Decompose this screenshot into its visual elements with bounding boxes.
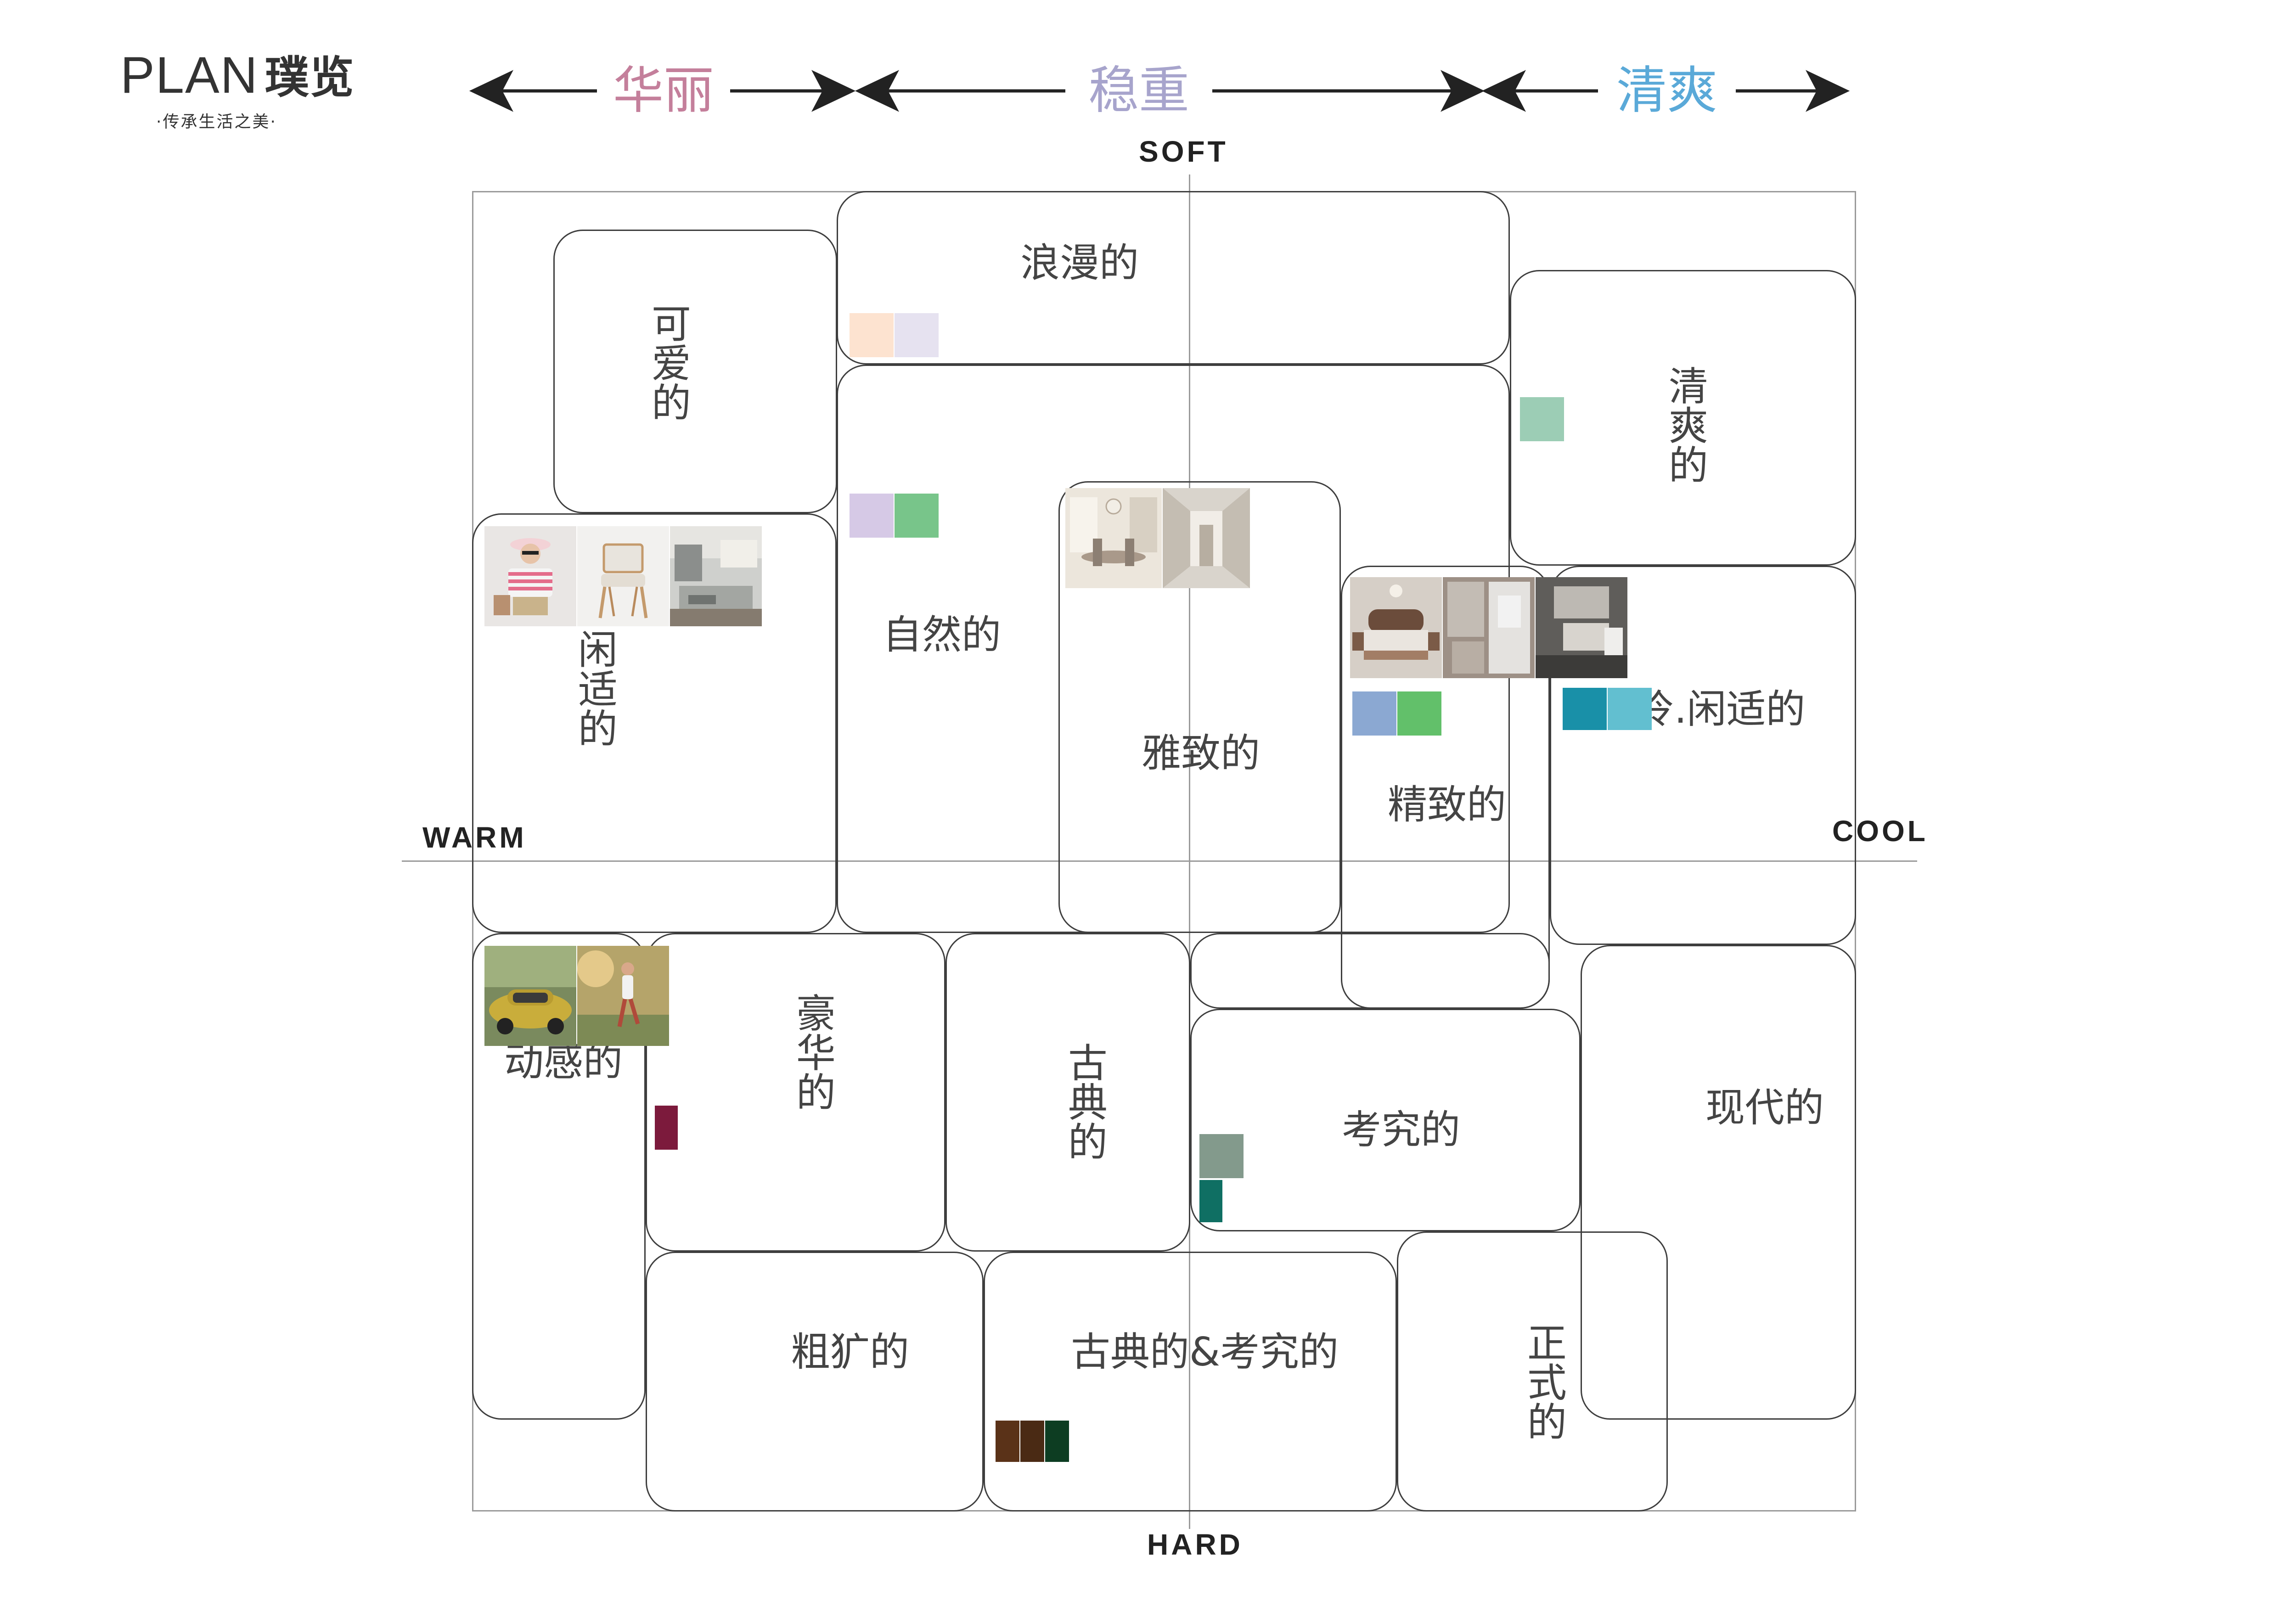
- header-label-fresh: 清爽: [1616, 61, 1717, 120]
- label-romantic: 浪漫的: [1020, 240, 1139, 286]
- header-label-gorgeous: 华丽: [613, 61, 714, 120]
- kitchen-photo: [1443, 577, 1535, 678]
- swatch-natural-2: [895, 494, 939, 538]
- swatch-cool-leisure-2: [1608, 688, 1652, 730]
- label-exquisite: 精致的: [1388, 782, 1506, 828]
- swatch-exquisite-1: [1352, 691, 1396, 736]
- swatch-romantic-1: [850, 313, 894, 357]
- cell-leisure: [472, 513, 837, 933]
- cell-romantic: [837, 191, 1510, 365]
- cell-cute: [553, 230, 837, 513]
- axis-label-soft: SOFT: [1139, 135, 1228, 168]
- cell-modern: [1581, 945, 1856, 1420]
- brand-name-cn: 璞览: [264, 52, 355, 103]
- arrow-head: [1441, 70, 1485, 112]
- label-modern: 现代的: [1705, 1085, 1824, 1131]
- cell-rugged: [646, 1252, 984, 1511]
- cell-refined: [1190, 1009, 1581, 1231]
- cell-classic-refined: [984, 1252, 1397, 1511]
- cell-classic: [945, 933, 1190, 1252]
- label-classic-refined: 古典的&考究的: [1071, 1329, 1339, 1375]
- car-photo: [484, 946, 576, 1046]
- swatch-refreshing: [1520, 397, 1564, 441]
- label-refreshing: 清爽的: [1661, 365, 1708, 484]
- arrow-head: [855, 70, 899, 112]
- arrow-head: [1481, 70, 1526, 112]
- bathroom-photo: [1536, 577, 1627, 678]
- cell-luxurious: [646, 933, 945, 1252]
- label-cute: 可爱的: [644, 303, 691, 421]
- dining-interior-photo: [1065, 488, 1162, 588]
- cell-formal: [1397, 1231, 1668, 1511]
- swatch-refined-2: [1199, 1180, 1222, 1222]
- swatch-cool-leisure-1: [1563, 688, 1607, 730]
- label-classic: 古典的: [1061, 1042, 1107, 1161]
- label-cool-leisure: 冷.闲适的: [1635, 686, 1806, 732]
- axis-label-hard: HARD: [1147, 1528, 1243, 1561]
- label-rugged: 粗犷的: [791, 1329, 909, 1375]
- label-elegant: 雅致的: [1142, 730, 1260, 776]
- swatch-classic-refined-2: [1020, 1421, 1044, 1462]
- arrow-head: [811, 70, 856, 112]
- swatch-refined-1: [1199, 1134, 1244, 1178]
- cell-refreshing: [1510, 270, 1856, 566]
- cell-cool-leisure: [1550, 566, 1856, 945]
- runner-photo: [577, 946, 669, 1046]
- label-dynamic: 动感的: [504, 1039, 623, 1085]
- label-luxurious: 豪华的: [789, 993, 835, 1111]
- swatch-romantic-2: [895, 313, 939, 357]
- header-arrows: [469, 70, 1850, 112]
- swatch-classic-refined-3: [1045, 1421, 1069, 1462]
- label-formal: 正式的: [1520, 1322, 1566, 1441]
- brand-name: PLAN: [120, 46, 259, 104]
- swatch-luxurious: [655, 1106, 678, 1150]
- swatch-natural-1: [850, 494, 894, 538]
- woman-photo: [484, 526, 576, 626]
- label-refined: 考究的: [1342, 1107, 1460, 1153]
- swatch-classic-refined-1: [996, 1421, 1019, 1462]
- cell-connector: [1190, 933, 1550, 1009]
- header-label-steady: 稳重: [1088, 61, 1189, 120]
- room-photo: [670, 526, 762, 626]
- corridor-photo: [1163, 488, 1250, 588]
- horizontal-axis: [402, 860, 1917, 862]
- arrow-head-right: [1806, 70, 1850, 112]
- cell-elegant: [1058, 481, 1341, 933]
- bedroom-photo: [1350, 577, 1442, 678]
- swatch-exquisite-2: [1397, 691, 1441, 736]
- axis-label-cool: COOL: [1832, 815, 1928, 848]
- label-leisure: 闲适的: [571, 629, 617, 747]
- cell-dynamic: [472, 933, 646, 1420]
- chair-photo: [577, 526, 669, 626]
- brand-tagline: ·传承生活之美·: [156, 112, 277, 131]
- label-natural: 自然的: [883, 612, 1001, 658]
- vertical-axis: [1189, 174, 1190, 1529]
- arrow-head-left: [469, 70, 513, 112]
